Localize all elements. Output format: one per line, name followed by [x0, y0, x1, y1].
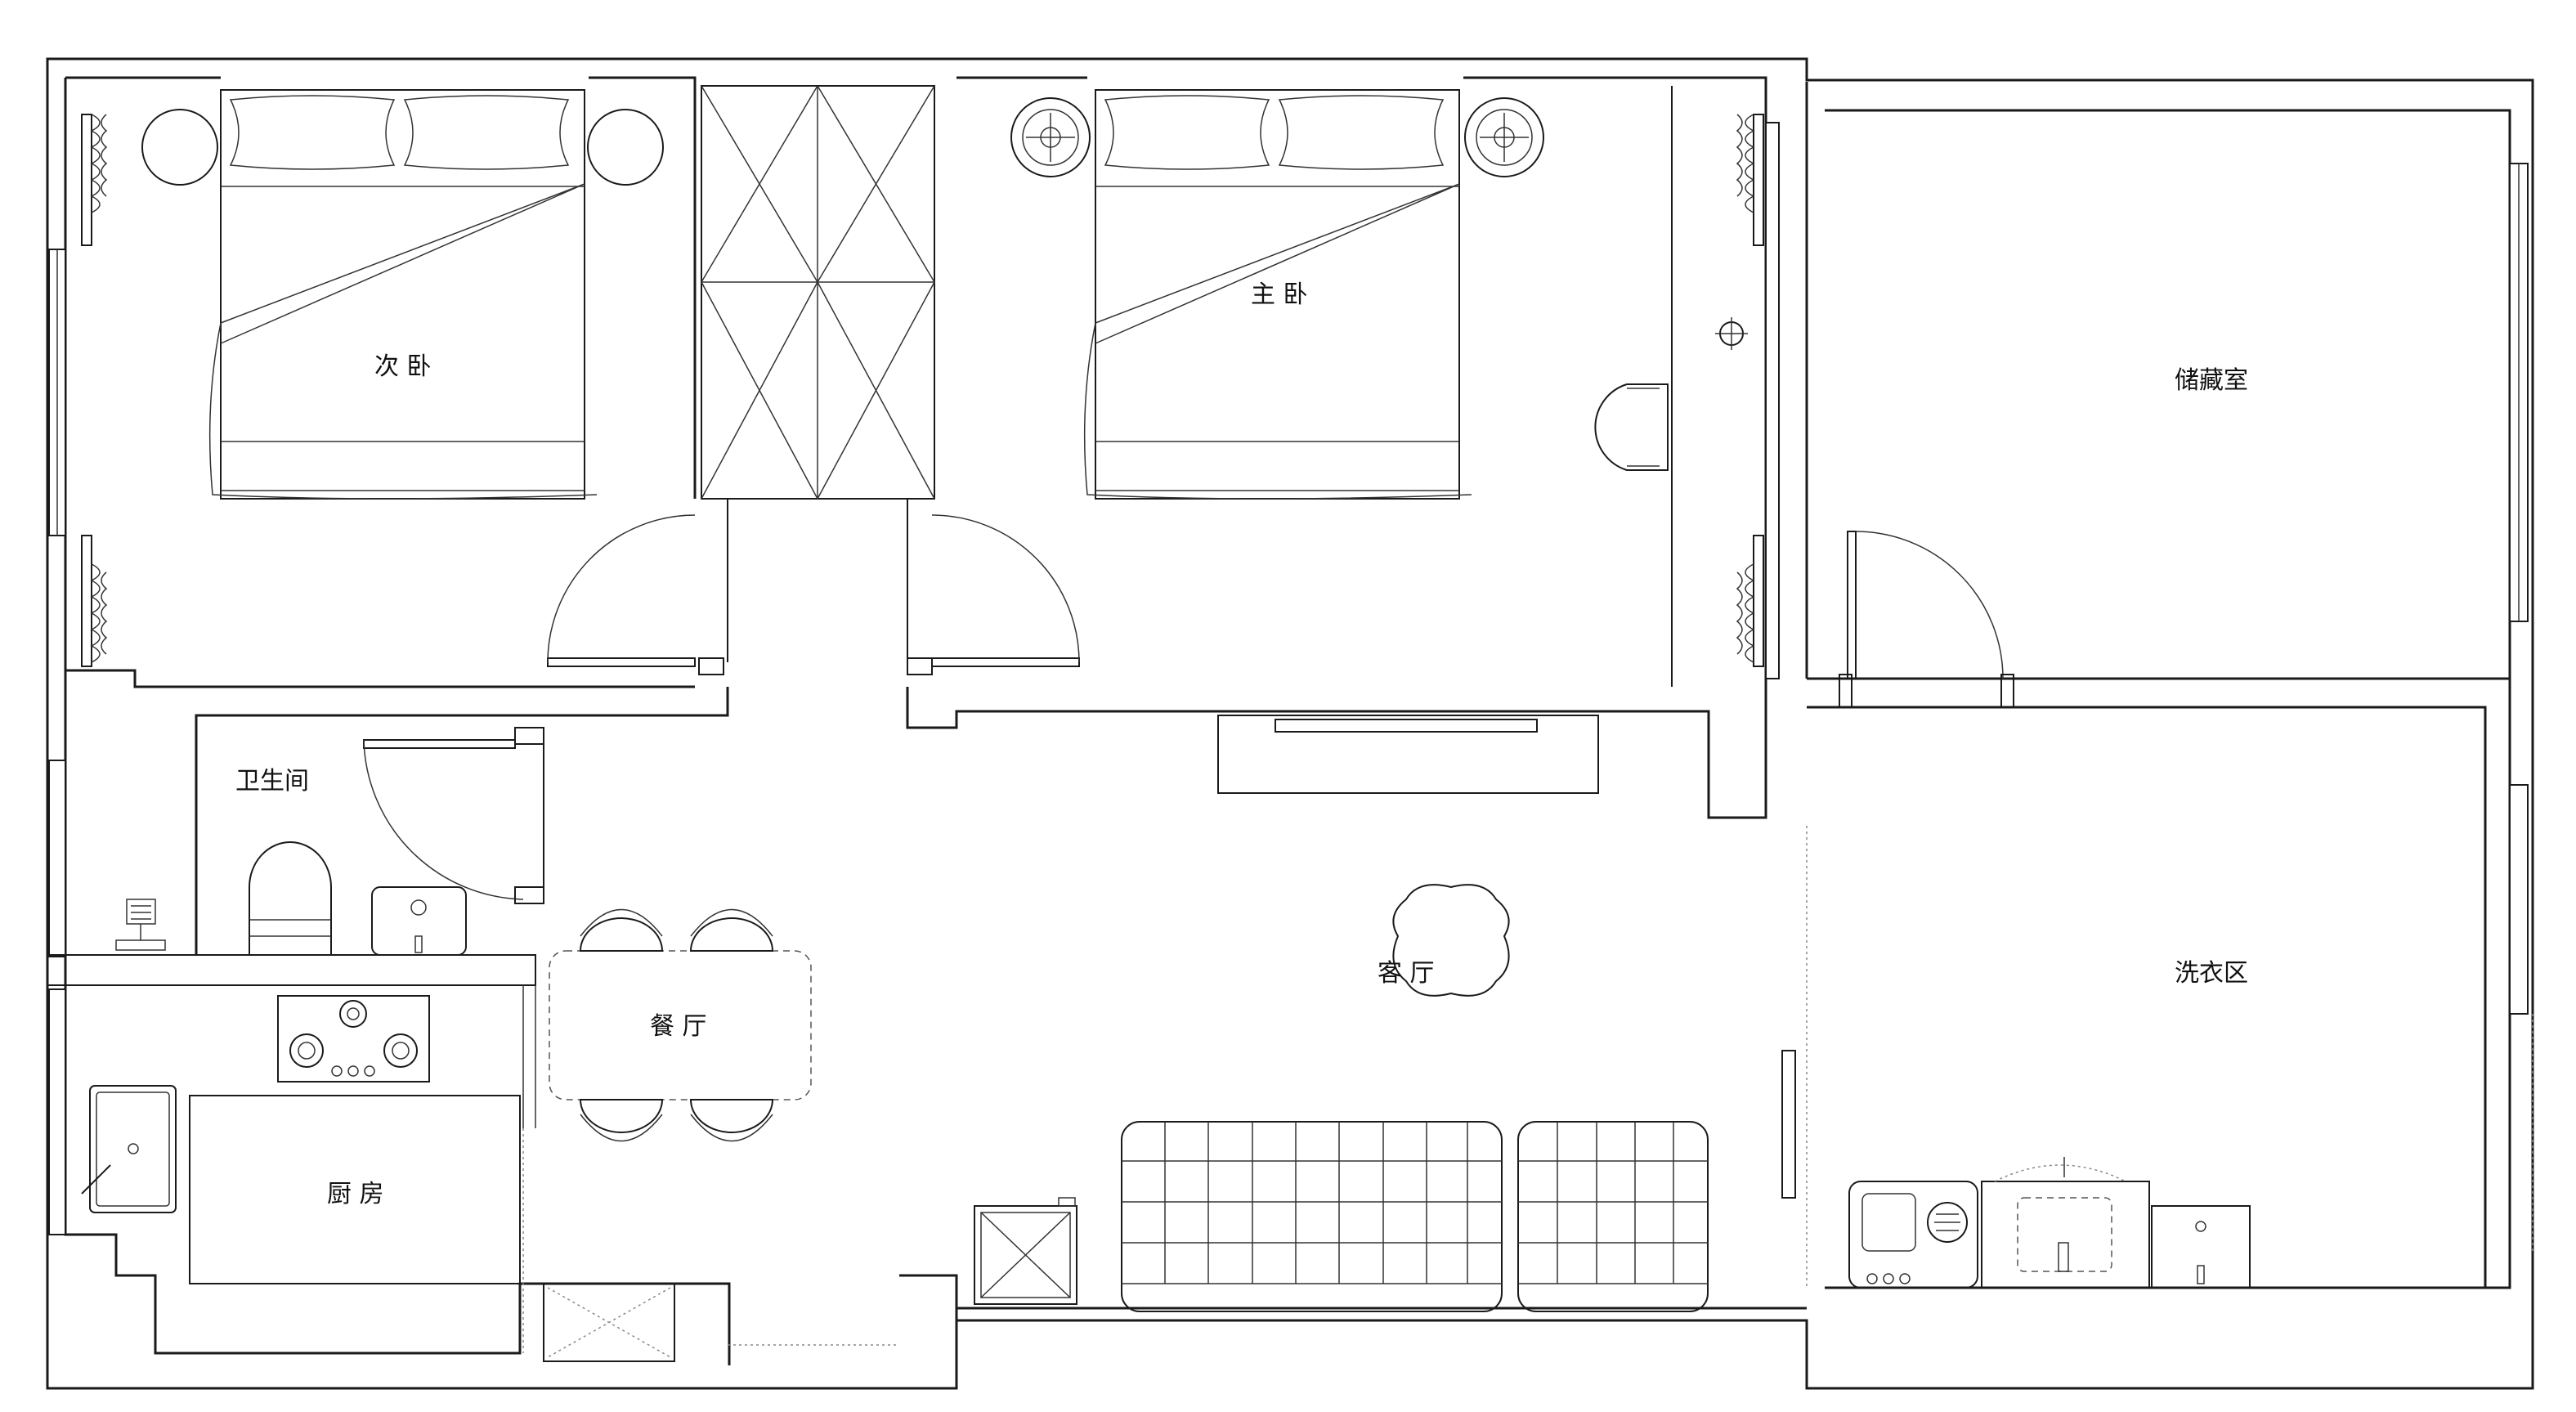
dining-chair-1	[579, 908, 664, 952]
kitchen-sink	[81, 1085, 177, 1213]
storage-room: 储藏室	[1807, 163, 2529, 708]
window-living-right	[1781, 1050, 1796, 1199]
side-table	[974, 1197, 1077, 1305]
door-bathroom	[363, 739, 524, 900]
laundry-sink	[2151, 1205, 2251, 1289]
room-label-master-bedroom: 主 卧	[1251, 280, 1308, 309]
sofa-main	[1121, 1121, 1503, 1312]
dining-chair-3	[579, 1099, 664, 1142]
room-label-dining: 餐 厅	[650, 1012, 707, 1041]
room-label-bathroom: 卫生间	[235, 767, 309, 796]
double-bed-second-bedroom	[208, 89, 598, 500]
curtain-bottom-left	[81, 535, 108, 667]
wardrobe	[701, 85, 935, 500]
bathroom-sink	[371, 886, 467, 956]
nightstand-right	[587, 109, 664, 186]
bathroom: 卫生间	[48, 714, 544, 957]
dining-chair-2	[689, 908, 774, 952]
room-label-second-bedroom: 次 卧	[374, 352, 432, 381]
coffee-table	[1392, 884, 1510, 997]
nightstand-left	[141, 109, 218, 186]
room-label-living: 客 厅	[1378, 959, 1435, 988]
kitchen: 厨 房	[48, 988, 675, 1362]
door-storage	[1847, 531, 2004, 679]
gas-stove	[277, 995, 430, 1083]
second-bedroom: 次 卧	[48, 76, 729, 785]
window-kitchen	[48, 988, 66, 1235]
window-bathroom	[48, 760, 66, 957]
water-heater	[1981, 1157, 2150, 1289]
curtain-top-master	[1736, 114, 1764, 246]
sofa-side	[1517, 1121, 1709, 1312]
window-master-right	[1765, 122, 1780, 679]
curtain-top-left	[81, 114, 108, 246]
chair-master	[1594, 383, 1669, 471]
living-room: 客 厅	[974, 715, 1808, 1312]
laundry-area: 洗衣区	[1807, 706, 2529, 1289]
tv-cabinet	[1217, 715, 1599, 794]
curtain-bottom-master	[1736, 535, 1764, 667]
room-label-laundry: 洗衣区	[2175, 959, 2248, 988]
utility-box	[543, 1283, 675, 1362]
door-master-bedroom	[907, 514, 1080, 675]
dining-area: 餐 厅	[549, 908, 812, 1142]
washing-machine	[1848, 1181, 1978, 1289]
door-second-bedroom	[547, 514, 724, 675]
window-laundry	[2509, 784, 2529, 1015]
toilet	[249, 841, 332, 956]
shower-faucet-icon	[115, 899, 166, 951]
dining-table	[549, 950, 812, 1100]
master-bedroom: 主 卧	[906, 76, 1780, 819]
tv	[1275, 719, 1538, 733]
lamp-right	[1464, 97, 1544, 177]
lamp-left	[1010, 97, 1091, 177]
room-label-kitchen: 厨 房	[327, 1180, 384, 1208]
dining-chair-4	[689, 1099, 774, 1142]
ceiling-light-icon	[1715, 317, 1748, 350]
room-label-storage: 储藏室	[2175, 366, 2248, 395]
double-bed-master	[1083, 89, 1472, 500]
